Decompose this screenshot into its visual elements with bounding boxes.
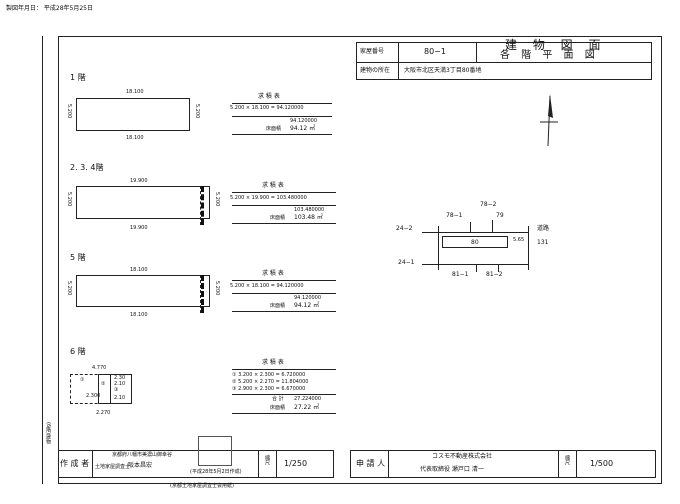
floor5-height-right: 5.200	[214, 281, 220, 296]
floor6-dim-b: 2.10	[114, 381, 126, 387]
floor1-area: 94.12 ㎡	[290, 125, 316, 132]
road-number: 131	[537, 239, 549, 246]
floor6-sum-label: 合 計	[272, 396, 284, 402]
floor6-sum: 27.224000	[294, 396, 322, 402]
floor2-height-left: 5.200	[66, 192, 72, 207]
document-frame	[58, 36, 662, 484]
floor6-area-label: 床面積	[270, 405, 286, 411]
floor6-dim-c: 2.10	[114, 395, 126, 401]
scale-right-label: 縮尺	[564, 455, 570, 465]
representative: 代表取締役 瀬戸口 清一	[420, 466, 484, 473]
floor1-label: 1 階	[70, 73, 86, 82]
floor5-height-left: 5.200	[66, 281, 72, 296]
side-note: (6階)建物	[45, 422, 51, 445]
creator-label: 作 成 者	[60, 459, 90, 468]
creator-title: 土地家屋調査士	[95, 464, 131, 470]
floor6-marker-2: ②	[101, 381, 106, 387]
floor6-marker-1: ①	[80, 377, 85, 383]
title-line2: 各 階 平 面 図	[500, 50, 599, 61]
floor1-area-title: 求 積 表	[258, 93, 280, 100]
scale-left: 1/250	[284, 459, 308, 468]
association: (京都土地家屋調査士会用紙)	[170, 483, 234, 489]
floor1-area-label: 床面積	[266, 126, 282, 132]
company: コスモ不動産株式会社	[432, 453, 493, 460]
lot-81-1: 81−1	[452, 271, 469, 278]
floor1-height-left: 5.200	[66, 104, 72, 119]
floor5-label: 5 階	[70, 253, 86, 262]
floor2-subtotal: 103.480000	[294, 207, 325, 213]
floor5-area: 94.12 ㎡	[294, 302, 320, 309]
seal-stamp	[198, 436, 232, 466]
floor6-label: 6 階	[70, 347, 86, 356]
floor5-formula: 5.200 × 18.100 = 94.120000	[230, 283, 304, 289]
floor2-width-bottom: 19.900	[130, 225, 148, 231]
floor2-area-label: 床面積	[270, 215, 286, 221]
site-dim-note: 5.65	[513, 237, 525, 243]
title-block	[356, 42, 652, 80]
location: 大阪市北区天満3丁目80番地	[404, 67, 482, 74]
floor5-outline	[76, 275, 210, 307]
lot-center: 80	[471, 239, 479, 246]
floor5-area-title: 求 積 表	[262, 270, 284, 277]
floor2-area: 103.48 ㎡	[294, 214, 323, 221]
house-number-label: 家屋番号	[360, 48, 385, 55]
floor6-dim-a: 2.30	[114, 375, 126, 381]
site-building-outline	[442, 236, 508, 248]
floor6-row-3: ③ 2.900 × 2.300 = 6.670000	[232, 386, 306, 392]
floor2-area-title: 求 積 表	[262, 182, 284, 189]
lot-24-2: 24−2	[396, 225, 413, 232]
footer-right	[350, 450, 656, 478]
floor2-outline	[76, 186, 210, 219]
drawing-date-stamp: 製図年月日： 平成28年5月25日	[6, 5, 93, 12]
title-line1: 建 物 図 面	[505, 38, 607, 52]
floor1-formula: 5.200 × 18.100 = 94.120000	[230, 105, 304, 111]
floor1-subtotal: 94.120000	[290, 118, 318, 124]
floor5-subtotal: 94.120000	[294, 295, 322, 301]
floor2-height-right: 5.200	[214, 192, 220, 207]
floor1-outline	[76, 98, 190, 131]
floor6-row-2: ② 5.200 × 2.270 = 11.804000	[232, 379, 309, 385]
floor6-dim-left: 2.300	[86, 393, 101, 399]
lot-78-2: 78−2	[480, 201, 497, 208]
floor2-label: 2. 3. 4階	[70, 163, 104, 172]
house-number: 80−1	[424, 47, 446, 56]
road-label: 道路	[537, 225, 550, 232]
floor2-formula: 5.200 × 19.900 = 103.480000	[230, 195, 307, 201]
creator-name: 阪本昌宏	[128, 462, 153, 469]
footer-left	[58, 450, 334, 478]
floor1-height-right: 5.200	[194, 104, 200, 119]
lot-79: 79	[496, 212, 504, 219]
floor6-area-title: 求 積 表	[262, 359, 284, 366]
floor5-width-bottom: 18.100	[130, 312, 148, 318]
north-arrow-icon	[540, 94, 558, 147]
applicant-label: 申 請 人	[356, 459, 386, 468]
margin-line	[42, 36, 43, 484]
floor1-width-bottom: 18.100	[126, 135, 144, 141]
floor6-marker-3: ③	[114, 387, 119, 393]
floor6-area: 27.22 ㎡	[294, 404, 320, 411]
location-label: 建物の所在	[360, 67, 391, 74]
floor5-width-top: 18.100	[130, 267, 148, 273]
floor2-width-top: 19.900	[130, 178, 148, 184]
creator-address: 京都府八幡市美濃山御幸谷	[112, 452, 173, 458]
floor6-row-1: ① 3.200 × 2.300 = 6.720000	[232, 372, 306, 378]
floor6-dim-bottom: 2.270	[96, 410, 111, 416]
scale-left-label: 縮尺	[264, 455, 270, 465]
floor1-width-top: 18.100	[126, 89, 144, 95]
lot-81-2: 81−2	[486, 271, 503, 278]
floor6-room	[98, 374, 132, 404]
lot-24-1: 24−1	[398, 259, 415, 266]
scale-right: 1/500	[590, 459, 614, 468]
floor5-area-label: 床面積	[270, 303, 286, 309]
creator-date: (平成28年5月2日作成)	[190, 469, 242, 475]
lot-78-1: 78−1	[446, 212, 463, 219]
floor6-dim-top: 4.770	[92, 365, 107, 371]
